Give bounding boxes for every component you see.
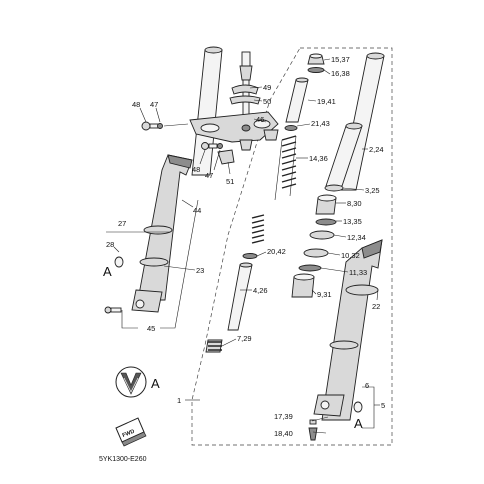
label-46: 46	[256, 115, 264, 124]
label-11-33: 11,33	[349, 268, 367, 277]
label-21-43: 21,43	[311, 119, 330, 128]
label-5: 5	[381, 401, 385, 410]
steering-stem	[229, 51, 261, 121]
label-50: 50	[263, 97, 271, 106]
collar-8-30	[315, 194, 337, 215]
spring-14-36	[274, 135, 297, 201]
label-45: 45	[147, 324, 155, 333]
right-outer-tube	[313, 239, 383, 421]
oil-lock-piece-7-29	[205, 339, 223, 353]
ref-a-logo: A	[151, 376, 160, 391]
o-ring-16-38	[307, 67, 325, 73]
o-ring-6	[353, 401, 363, 413]
washer-11-33	[298, 264, 322, 272]
seal-10-32	[303, 248, 329, 258]
left-inner-tube	[191, 46, 223, 176]
left-fork-assembly	[104, 46, 279, 314]
label-27: 27	[118, 219, 126, 228]
clamp-51	[217, 149, 235, 165]
fwd-arrow-icon: FWD	[115, 417, 147, 447]
right-fork-assembly	[205, 52, 385, 441]
label-22: 22	[372, 302, 380, 311]
leader-lines	[106, 58, 380, 434]
label-20-42: 20,42	[267, 247, 286, 256]
label-13-35: 13,35	[343, 217, 362, 226]
left-outer-tube	[131, 154, 193, 313]
label-28: 28	[106, 240, 114, 249]
spacer-19-41	[285, 77, 309, 123]
label-47-lower: 47	[205, 171, 213, 180]
cap-bolt	[307, 53, 325, 65]
label-14-36: 14,36	[309, 154, 328, 163]
label-15-37: 15,37	[331, 55, 350, 64]
rebound-spring	[251, 214, 265, 244]
label-2-24: 2,24	[369, 145, 384, 154]
label-4-26: 4,26	[253, 286, 268, 295]
fwd-text: FWD	[122, 429, 136, 439]
mt-logo-emblem	[115, 366, 147, 398]
clip-13-35	[315, 218, 337, 226]
label-9-31: 9,31	[317, 290, 332, 299]
damper-rod-4-26	[227, 262, 253, 331]
washer-20-42	[242, 253, 258, 259]
label-6: 6	[365, 381, 369, 390]
label-19-41: 19,41	[317, 97, 336, 106]
label-16-38: 16,38	[331, 69, 350, 78]
label-12-34: 12,34	[347, 233, 366, 242]
label-51: 51	[226, 177, 234, 186]
bolt-45	[104, 306, 122, 314]
ref-a-right: A	[354, 416, 363, 431]
label-3-25: 3,25	[365, 186, 380, 195]
label-8-30: 8,30	[347, 199, 362, 208]
label-17-39: 17,39	[274, 412, 293, 421]
callout-labels: 15,37 16,38 19,41 21,43 2,24 3,25 8,30 1…	[103, 55, 385, 438]
label-10-32: 10,32	[341, 251, 360, 260]
diagram-code: 5YK1300-E260	[99, 456, 147, 463]
washer-21-43	[284, 125, 298, 131]
label-47-upper: 47	[150, 100, 158, 109]
label-48-lower: 48	[192, 165, 200, 174]
drain-bolt	[308, 419, 318, 441]
label-18-40: 18,40	[274, 429, 293, 438]
washer-12-34	[309, 230, 335, 240]
o-ring-28	[114, 256, 124, 268]
bolt-48-47-upper	[141, 121, 189, 131]
slide-tube-2-24	[324, 122, 363, 192]
label-23: 23	[196, 266, 204, 275]
label-49: 49	[263, 83, 271, 92]
label-1: 1	[177, 396, 181, 405]
ref-a-left: A	[103, 264, 112, 279]
label-44: 44	[193, 206, 201, 215]
bolt-48-47-lower	[201, 142, 223, 150]
bushing-9-31	[291, 273, 315, 298]
label-7-29: 7,29	[237, 334, 252, 343]
label-48-upper: 48	[132, 100, 140, 109]
